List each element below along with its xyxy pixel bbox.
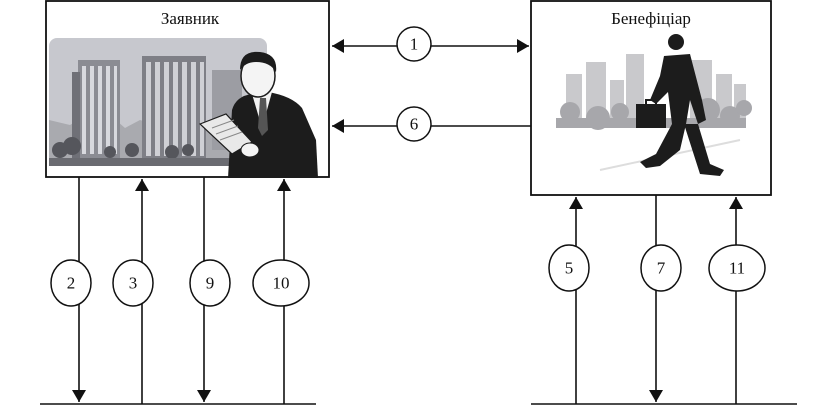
flow-5-label: 5: [565, 259, 574, 278]
flow-10-label: 10: [273, 274, 290, 293]
flow-11: 11: [708, 197, 766, 404]
flow-1-label: 1: [410, 35, 419, 54]
flow-2-label: 2: [67, 274, 76, 293]
businessman-reading-icon: [49, 38, 318, 178]
flow-1: 1: [332, 26, 529, 62]
applicant-box: Заявник: [45, 0, 330, 178]
flow-5: 5: [548, 197, 590, 404]
flow-9: 9: [189, 177, 231, 402]
flow-2: 2: [50, 177, 92, 402]
flow-9-label: 9: [206, 274, 215, 293]
beneficiary-box: Бенефіціар: [530, 0, 772, 196]
flow-10: 10: [252, 179, 310, 404]
beneficiary-title: Бенефіціар: [611, 9, 691, 28]
flow-7: 7: [640, 195, 682, 402]
flow-6: 6: [332, 106, 531, 142]
flow-3-label: 3: [129, 274, 138, 293]
flow-6-label: 6: [410, 115, 419, 134]
flow-7-label: 7: [657, 259, 666, 278]
flow-11-label: 11: [729, 259, 745, 278]
walking-businessman-icon: [556, 34, 752, 176]
applicant-title: Заявник: [161, 9, 220, 28]
flow-3: 3: [112, 179, 154, 404]
